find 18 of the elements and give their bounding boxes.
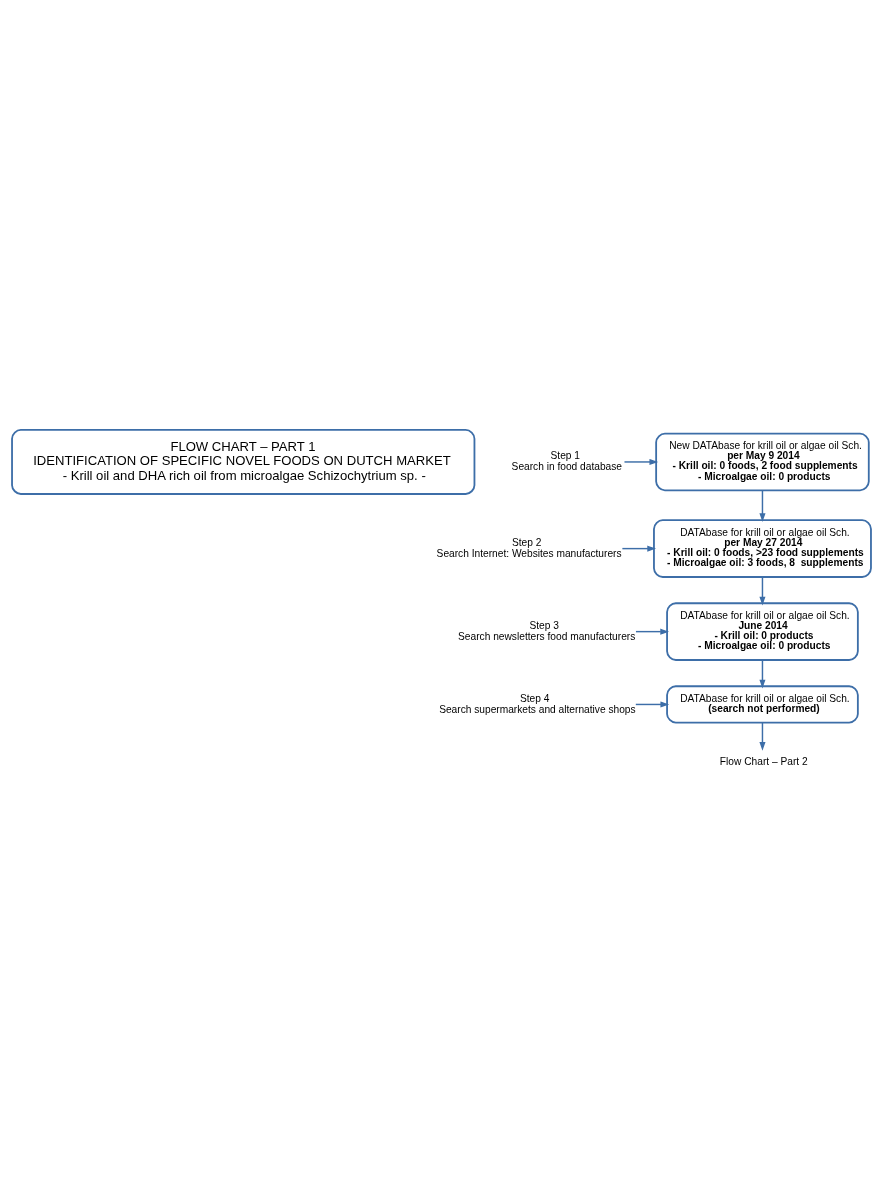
arrow [759,721,766,751]
arrow [759,575,766,605]
node-text: Flow Chart – Part 2 [719,755,808,767]
node-text: Step 2 Search Internet: Websites manufacturers [436,536,622,559]
arrow [759,489,766,522]
node-box: DATAbase for krill oil or algae oil Sch. June 2014 - Krill oil: 0 products - Microalgae oil: 0 products [666,601,859,661]
arrow [759,658,766,688]
arrow [635,700,670,707]
arrow [621,545,657,552]
node-text: Step 3 Search newsletters food manufacturers [458,619,636,642]
node-box: New DATAbase for krill oil or algae oil Sch. per May 9 2014 - Krill oil: 0 foods, 2 food supplements - Microalgae oil: 0 products [655,432,870,491]
node-box: FLOW CHART – PART 1 IDENTIFICATION OF SPECIFIC NOVEL FOODS ON DUTCH MARKET - Krill oil and DHA rich oil from microalgae Schizochytrium sp. - [11,428,476,495]
node-box: DATAbase for krill oil or algae oil Sch. per May 27 2014 - Krill oil: 0 foods, >23 food supplements - Microalgae oil: 3 foods, 8 supplements [653,518,872,578]
arrow [635,628,670,635]
node-box: DATAbase for krill oil or algae oil Sch. (search not performed) [666,684,859,724]
node-text: Step 1 Search in food database [511,449,623,472]
node-text: Step 4 Search supermarkets and alternative shops [439,692,636,715]
arrow [623,458,659,465]
